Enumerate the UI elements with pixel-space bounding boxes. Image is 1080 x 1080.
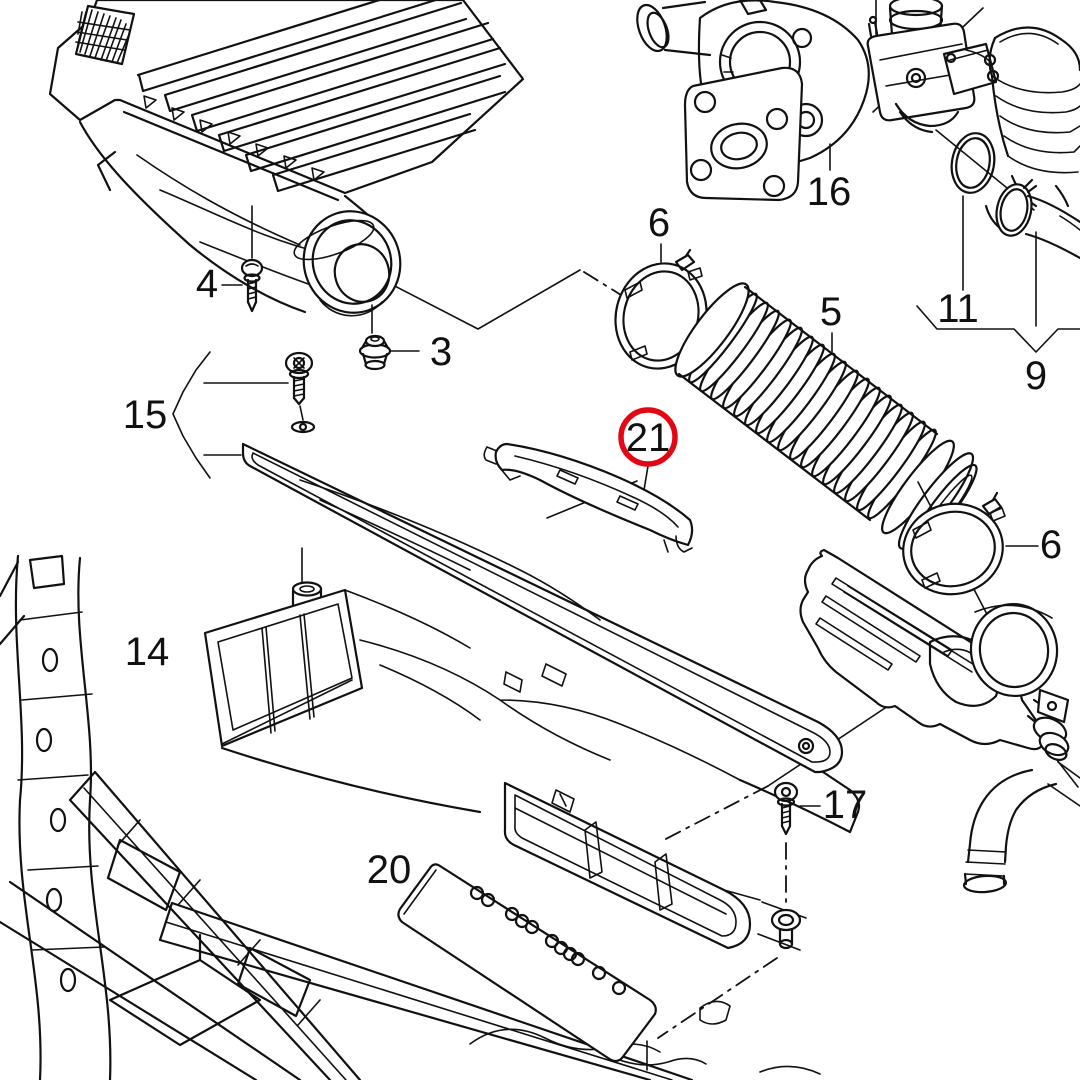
hose-9-upper [988, 26, 1080, 208]
radiator-support-frame [0, 554, 821, 1080]
callout-16[interactable]: 16 [807, 170, 852, 214]
callout-5[interactable]: 5 [820, 290, 842, 334]
support-strip-21 [483, 442, 694, 553]
callout-9[interactable]: 9 [1025, 354, 1047, 398]
turbocharger [636, 0, 870, 202]
callout-14[interactable]: 14 [125, 630, 170, 674]
callout-6-upper[interactable]: 6 [648, 201, 670, 245]
fastener-group-15 [172, 351, 316, 479]
callout-17[interactable]: 17 [823, 783, 868, 827]
callout-21-highlighted[interactable]: 21 [618, 407, 678, 467]
screw-17 [773, 781, 821, 836]
callout-15[interactable]: 15 [123, 393, 168, 437]
cover-panel [241, 442, 844, 774]
callout-4[interactable]: 4 [196, 262, 218, 306]
hose-9-lower [916, 178, 1080, 353]
callout-11[interactable]: 11 [937, 287, 979, 331]
intake-hose-5 [674, 282, 978, 551]
grommet-3 [358, 304, 420, 371]
air-guide-duct-right [799, 548, 1070, 761]
elbow-pipe [962, 761, 1080, 894]
throttle-valve-unit [866, 0, 1000, 134]
lower-duct-20 [397, 781, 807, 1063]
callout-20[interactable]: 20 [367, 848, 412, 892]
callout-21: 21 [626, 416, 671, 460]
callout-6-lower[interactable]: 6 [1040, 523, 1062, 567]
highlight-circle [618, 407, 678, 467]
o-ring [950, 132, 996, 291]
screw-4 [221, 205, 264, 313]
callout-layer: 4 3 6 16 5 11 9 15 21 6 14 17 20 [123, 170, 1062, 892]
air-cleaner-assembly [48, 0, 525, 317]
hose-clamp-6-lower [902, 491, 1039, 596]
callout-3[interactable]: 3 [430, 330, 452, 374]
air-duct-14 [203, 547, 861, 834]
